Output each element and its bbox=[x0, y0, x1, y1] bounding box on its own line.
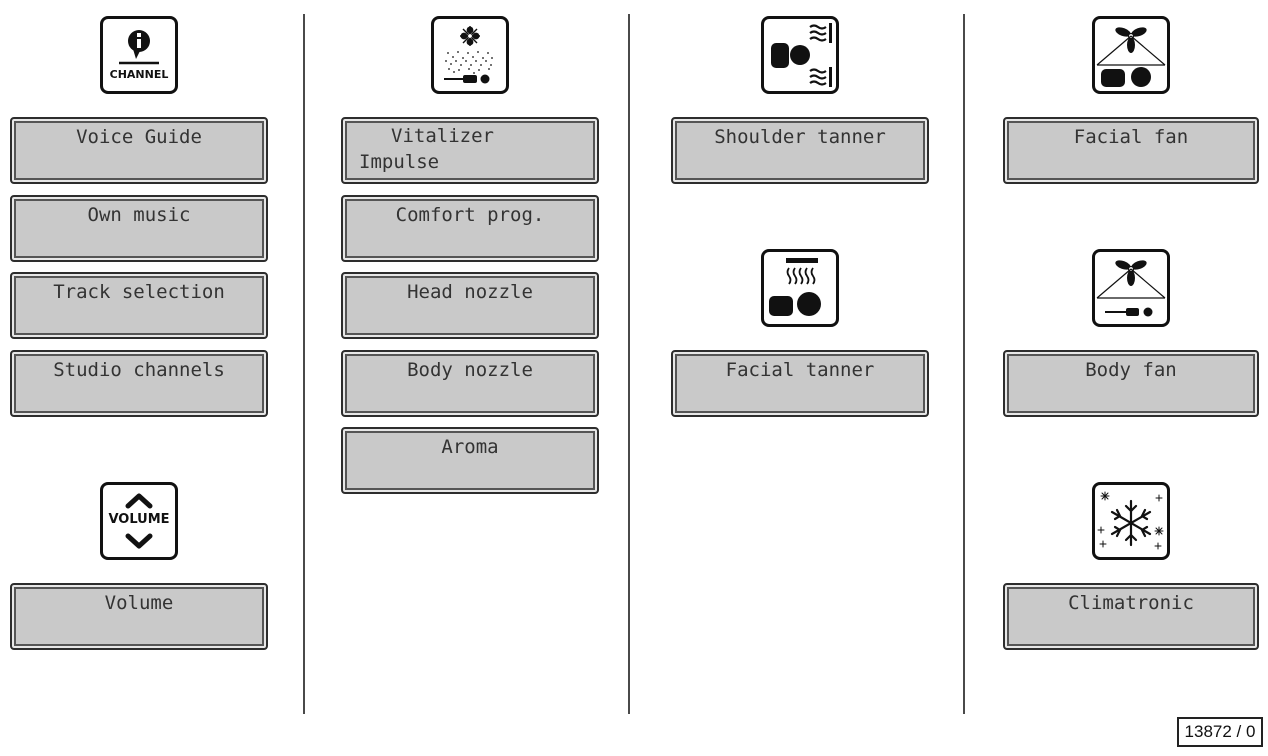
vitalizer-impulse-button[interactable]: Vitalizer Impulse bbox=[341, 117, 599, 184]
vitalizer-label: Vitalizer bbox=[391, 125, 494, 147]
shoulder-tanner-icon[interactable] bbox=[761, 16, 839, 94]
volume-button[interactable]: Volume bbox=[10, 583, 268, 650]
body-nozzle-button[interactable]: Body nozzle bbox=[341, 350, 599, 417]
climatronic-button[interactable]: Climatronic bbox=[1003, 583, 1259, 650]
studio-channels-button[interactable]: Studio channels bbox=[10, 350, 268, 417]
channel-icon[interactable]: CHANNEL bbox=[100, 16, 178, 94]
channel-icon-label: CHANNEL bbox=[109, 68, 169, 81]
voice-guide-button[interactable]: Voice Guide bbox=[10, 117, 268, 184]
volume-icon[interactable]: VOLUME bbox=[100, 482, 178, 560]
column-divider bbox=[628, 14, 630, 714]
body-fan-button[interactable]: Body fan bbox=[1003, 350, 1259, 417]
column-divider bbox=[303, 14, 305, 714]
facial-tanner-icon[interactable] bbox=[761, 249, 839, 327]
aroma-button[interactable]: Aroma bbox=[341, 427, 599, 494]
nozzle-spray-icon[interactable] bbox=[431, 16, 509, 94]
column-divider bbox=[963, 14, 965, 714]
track-selection-button[interactable]: Track selection bbox=[10, 272, 268, 339]
body-fan-icon[interactable] bbox=[1092, 249, 1170, 327]
comfort-prog-button[interactable]: Comfort prog. bbox=[341, 195, 599, 262]
facial-tanner-button[interactable]: Facial tanner bbox=[671, 350, 929, 417]
snowflake-icon[interactable] bbox=[1092, 482, 1170, 560]
facial-fan-icon[interactable] bbox=[1092, 16, 1170, 94]
own-music-button[interactable]: Own music bbox=[10, 195, 268, 262]
head-nozzle-button[interactable]: Head nozzle bbox=[341, 272, 599, 339]
reference-number: 13872 / 0 bbox=[1177, 717, 1263, 747]
volume-icon-label: VOLUME bbox=[108, 512, 170, 527]
impulse-label: Impulse bbox=[359, 151, 440, 173]
facial-fan-button[interactable]: Facial fan bbox=[1003, 117, 1259, 184]
shoulder-tanner-button[interactable]: Shoulder tanner bbox=[671, 117, 929, 184]
